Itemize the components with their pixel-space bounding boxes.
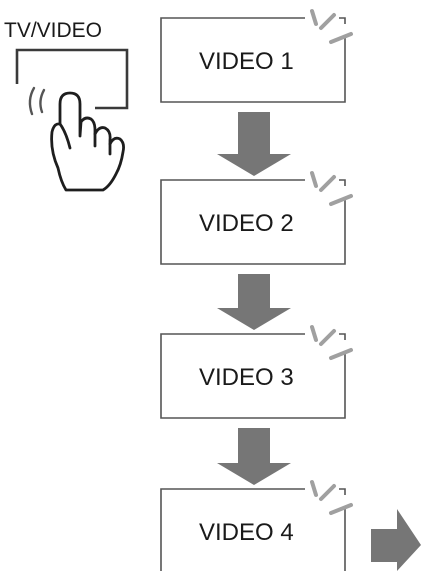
input-box <box>160 488 346 571</box>
input-label: VIDEO 4 <box>199 519 294 546</box>
input-label: VIDEO 1 <box>199 48 294 75</box>
down-arrow-icon <box>217 274 291 330</box>
remote-button-icon <box>15 48 129 110</box>
input-box <box>160 333 346 419</box>
down-arrow-icon <box>217 112 291 176</box>
input-step-2: VIDEO 2 <box>160 171 353 265</box>
input-label: VIDEO 2 <box>199 210 294 237</box>
right-arrow-icon <box>371 509 421 571</box>
input-step-1: VIDEO 1 <box>160 9 353 103</box>
input-box-corner <box>339 488 346 495</box>
input-flow: VIDEO 1 VIDEO 2 VIDEO 3 VIDEO 4 <box>160 9 421 571</box>
pressing-hand-icon <box>50 91 125 192</box>
input-box-corner <box>339 333 346 340</box>
tv-video-label: TV/VIDEO <box>4 19 102 42</box>
input-step-4: VIDEO 4 <box>160 480 353 571</box>
press-vibration-icon <box>28 86 46 116</box>
input-box <box>160 179 346 265</box>
input-box-corner <box>339 17 346 24</box>
input-label: VIDEO 3 <box>199 364 294 391</box>
flash-mark-icon <box>310 480 353 515</box>
input-box-corner <box>339 179 346 186</box>
down-arrow-icon <box>217 428 291 485</box>
input-box <box>160 17 346 103</box>
flash-mark-icon <box>310 171 353 206</box>
flash-mark-icon <box>310 325 353 360</box>
input-step-3: VIDEO 3 <box>160 325 353 419</box>
flash-mark-icon <box>310 9 353 44</box>
